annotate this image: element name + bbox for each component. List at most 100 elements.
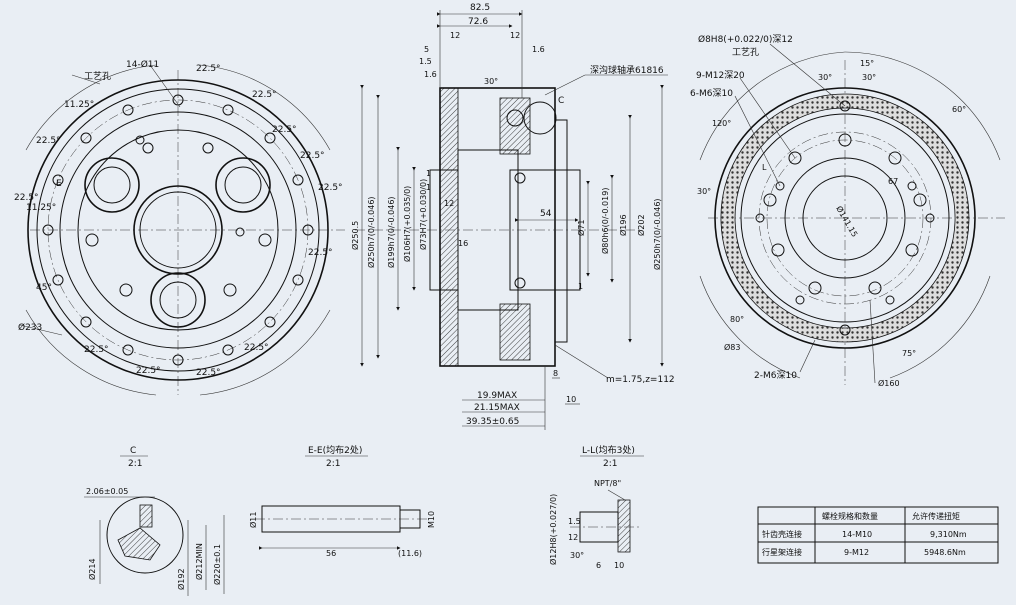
detail-l-dim-1-5: 1.5	[568, 517, 581, 526]
dim-199h7: Ø199h7(0/-0.046)	[386, 196, 396, 268]
table-header-torque: 允许传递扭矩	[912, 511, 960, 521]
dim-80h6: Ø80h6(0/-0.019)	[600, 188, 610, 254]
detail-e: E-E(均布2处) 2:1 56 (11.6) Ø11 M10	[248, 444, 436, 558]
angle-label: 22.5°	[308, 248, 333, 258]
dim-250h7-right: Ø250h7(0/-0.046)	[652, 198, 662, 270]
dim-71: Ø71	[576, 220, 586, 236]
dim-73h7: Ø73H7(+0.030/0)	[418, 179, 428, 250]
dim-1-6a: 1.6	[424, 70, 437, 79]
detail-c-title: C	[130, 446, 136, 456]
process-hole-label: 工艺孔	[84, 71, 111, 82]
m6-label: 6-M6深10	[690, 88, 733, 99]
dim-16: 16	[458, 239, 468, 248]
m12-holes	[763, 133, 927, 295]
m6-holes	[755, 181, 935, 305]
dia-label: Ø233	[18, 322, 42, 333]
dim-67: 67	[888, 177, 898, 186]
angle-label: 22.5°	[244, 343, 269, 353]
dim-10: 10	[566, 395, 576, 404]
spec-table: 螺栓规格和数量 允许传递扭矩 针齿壳连接 14-M10 9,310Nm 行星架连…	[757, 506, 999, 564]
detail-e-dim-m10: M10	[427, 511, 436, 528]
dim-8: 8	[553, 369, 558, 378]
table-cell: 14-M10	[842, 530, 872, 539]
detail-c-dim-gap: 2.06±0.05	[86, 487, 128, 496]
section-mark: E	[56, 179, 62, 189]
dim-1-5: 1.5	[419, 57, 432, 66]
side-view-labels: 82.5 72.6 12 12 5 1.5 1.6 1.6 深沟球轴承61816…	[350, 3, 675, 427]
detail-c-dim-212: Ø212MIN	[194, 543, 204, 580]
dim-250-5: Ø250.5	[350, 221, 360, 250]
detail-c-dim-220: Ø220±0.1	[212, 544, 222, 585]
dim-5: 5	[424, 45, 429, 54]
detail-l-dim-10: 10	[614, 561, 624, 570]
front-view	[19, 64, 345, 396]
angle-label: 22.5°	[272, 125, 297, 135]
angle-label: 22.5°	[196, 64, 221, 74]
dim-160: Ø160	[878, 378, 900, 388]
detail-l-title: L-L(均布3处)	[582, 444, 635, 456]
detail-c-scale: 2:1	[128, 459, 142, 469]
detail-l: L-L(均布3处) 2:1 NPT/8" 1.5 12 Ø12H8(+0.027…	[548, 444, 644, 570]
dim-12b: 12	[510, 31, 520, 40]
dim-82-5: 82.5	[470, 3, 490, 13]
table-cell: 行星架连接	[762, 547, 802, 557]
bearing-label: 深沟球轴承61816	[590, 64, 664, 76]
angle-label: 45°	[36, 283, 52, 293]
detail-e-dim-11-6: (11.6)	[398, 549, 422, 558]
gear-spec: m=1.75,z=112	[606, 375, 675, 385]
angle-80: 80°	[730, 315, 744, 324]
angle-label: 22.5°	[252, 90, 277, 100]
dim-12a: 12	[450, 31, 460, 40]
dim-19-9max: 19.9MAX	[477, 391, 517, 401]
detail-l-dim-h8: Ø12H8(+0.027/0)	[548, 494, 558, 565]
angle-30: 30°	[484, 77, 498, 86]
angle-label: 22.5°	[196, 368, 221, 378]
table-cell: 9-M12	[844, 548, 869, 557]
dim-202: Ø202	[636, 214, 646, 236]
detail-c-dim-192: Ø192	[176, 568, 186, 590]
pin-holes	[839, 100, 851, 336]
small-holes	[85, 135, 272, 297]
angle-label: 22.5°	[36, 136, 61, 146]
detail-l-dim-12: 12	[568, 533, 578, 542]
detail-e-scale: 2:1	[326, 459, 340, 469]
m12-label: 9-M12深20	[696, 70, 745, 81]
detail-l-dim-30: 30°	[570, 551, 584, 560]
right-view	[699, 43, 1005, 385]
table-cell: 9,310Nm	[930, 530, 967, 539]
angle-75: 75°	[902, 349, 916, 358]
detail-c: C 2:1 2.06±0.05 Ø214 Ø192 Ø212MIN Ø220±0…	[84, 446, 225, 596]
dim-12c: 12	[444, 199, 454, 208]
angle-30a: 30°	[818, 73, 832, 82]
pin-hole-label: Ø8H8(+0.022/0)深12	[698, 34, 793, 45]
section-mark-l: L	[762, 163, 767, 172]
angle-label: 22.5°	[318, 183, 343, 193]
angle-30b: 30°	[862, 73, 876, 82]
detail-l-scale: 2:1	[603, 459, 617, 469]
process-hole-label: 工艺孔	[732, 47, 759, 58]
detail-l-dim-6: 6	[596, 561, 601, 570]
bolt-circle-holes	[42, 94, 314, 366]
dim-39-35: 39.35±0.65	[466, 417, 519, 427]
detail-l-npt: NPT/8"	[594, 479, 621, 488]
table-cell: 5948.6Nm	[924, 548, 966, 557]
detail-e-dim-11: Ø11	[248, 512, 258, 528]
dim-1-6b: 1.6	[532, 45, 545, 54]
angle-label: 11.25°	[26, 203, 56, 213]
dim-1c: 1	[578, 282, 583, 291]
dim-141-15: Ø141.15	[834, 204, 860, 239]
dim-250h7: Ø250h7(0/-0.046)	[366, 196, 376, 268]
dim-196: Ø196	[618, 214, 628, 236]
detail-c-dim-214: Ø214	[87, 558, 97, 580]
dim-54: 54	[540, 209, 552, 219]
angle-label: 22.5°	[84, 345, 109, 355]
angle-label: 11.25°	[64, 100, 94, 110]
holes-label: 14-Ø11	[126, 59, 159, 70]
dim-72-6: 72.6	[468, 17, 488, 27]
angle-30c: 30°	[697, 187, 711, 196]
side-view	[355, 10, 668, 430]
table-header-bolt: 螺栓规格和数量	[822, 511, 878, 521]
front-view-labels: 工艺孔 14-Ø11 22.5° 22.5° 22.5° 22.5° 22.5°…	[14, 59, 343, 378]
